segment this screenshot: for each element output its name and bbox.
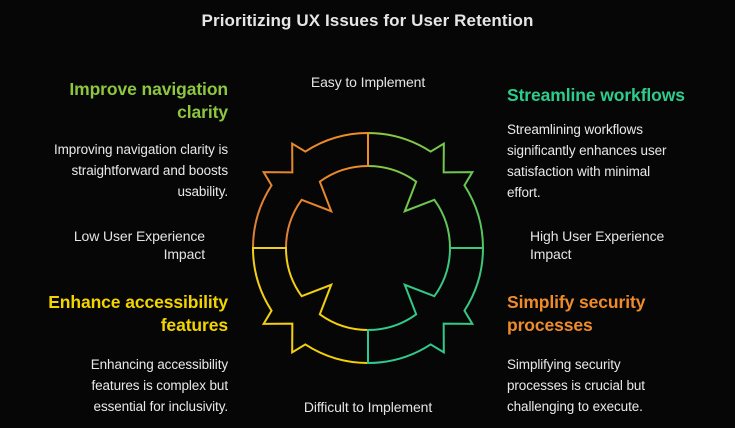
body-line: Improving navigation clarity is [54,142,228,157]
axis-label-right-line2: Impact [530,245,572,262]
body-line: processes is crucial but [507,378,645,393]
quadrant-heading-improve-navigation-clarity: Improve navigation clarity [18,78,228,124]
quadrant-heading-streamline-workflows: Streamline workflows [507,84,729,107]
heading-line: clarity [177,102,228,122]
body-line: Enhancing accessibility [90,357,228,372]
cycle-arrow-top-left [251,131,369,249]
axis-label-left-line1: Low User Experience [73,228,205,244]
heading-line: Enhance accessibility [48,292,228,312]
axis-label-left: Low User Experience Impact [20,228,205,263]
quadrant-heading-simplify-security-processes: Simplify security processes [507,291,729,337]
body-line: challenging to execute. [507,399,643,414]
body-line: effort. [507,185,541,200]
body-line: features is complex but [91,378,228,393]
axis-label-right: High User Experience Impact [530,228,720,263]
quadrant-body-streamline-workflows: Streamlining workflows significantly enh… [507,119,729,203]
heading-line: Improve navigation [69,79,228,99]
axis-label-top: Easy to Implement [310,74,426,90]
body-line: essential for inclusivity. [93,399,229,414]
body-line: usability. [177,184,228,199]
quadrant-body-simplify-security-processes: Simplifying security processes is crucia… [507,354,729,417]
body-line: Streamlining workflows [507,122,643,137]
heading-line: Simplify security [507,292,646,312]
axis-label-right-line1: High User Experience [530,228,665,244]
axis-label-left-line2: Impact [163,245,206,262]
cycle-diagram [251,131,485,365]
body-line: significantly enhances user [507,143,667,158]
body-line: satisfaction with minimal [507,164,651,179]
cycle-arrow-top-right [367,131,485,249]
quadrant-body-improve-navigation-clarity: Improving navigation clarity is straight… [18,139,228,202]
cycle-arrow-bottom-left [251,247,369,365]
heading-line: Streamline workflows [507,85,685,105]
body-line: straightforward and boosts [71,163,229,178]
axis-label-bottom: Difficult to Implement [303,399,433,415]
cycle-arrow-bottom-right [367,247,485,365]
heading-line: processes [507,315,593,335]
page-title: Prioritizing UX Issues for User Retentio… [201,11,534,30]
quadrant-heading-enhance-accessibility-features: Enhance accessibility features [18,291,228,337]
heading-line: features [160,315,228,335]
quadrant-body-enhance-accessibility-features: Enhancing accessibility features is comp… [18,354,228,417]
body-line: Simplifying security [507,357,621,372]
